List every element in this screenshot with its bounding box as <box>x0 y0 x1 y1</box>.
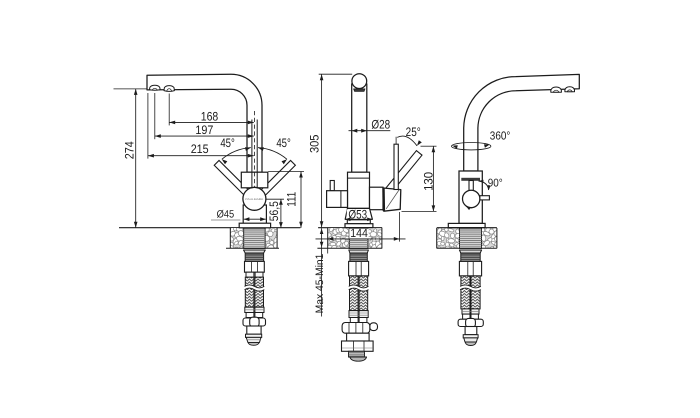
svg-text:45°: 45° <box>276 136 291 150</box>
svg-text:25°: 25° <box>406 125 421 139</box>
svg-text:Ø28: Ø28 <box>371 118 390 132</box>
svg-text:305: 305 <box>307 134 321 153</box>
svg-text:360°: 360° <box>490 129 511 142</box>
svg-text:130: 130 <box>421 172 435 191</box>
svg-text:Ø53: Ø53 <box>348 207 367 221</box>
svg-text:274: 274 <box>123 141 137 159</box>
svg-text:144: 144 <box>350 226 368 240</box>
svg-text:90°: 90° <box>488 177 503 189</box>
svg-text:45°: 45° <box>220 136 235 150</box>
svg-text:56,5: 56,5 <box>267 201 281 221</box>
svg-text:197: 197 <box>195 123 213 137</box>
svg-text:215: 215 <box>191 142 209 156</box>
svg-text:168: 168 <box>201 110 219 124</box>
svg-text:Max 45-Min1: Max 45-Min1 <box>314 254 326 314</box>
svg-text:PAULMARK: PAULMARK <box>245 198 264 201</box>
svg-text:Ø45: Ø45 <box>217 209 235 221</box>
svg-text:111: 111 <box>284 192 298 207</box>
